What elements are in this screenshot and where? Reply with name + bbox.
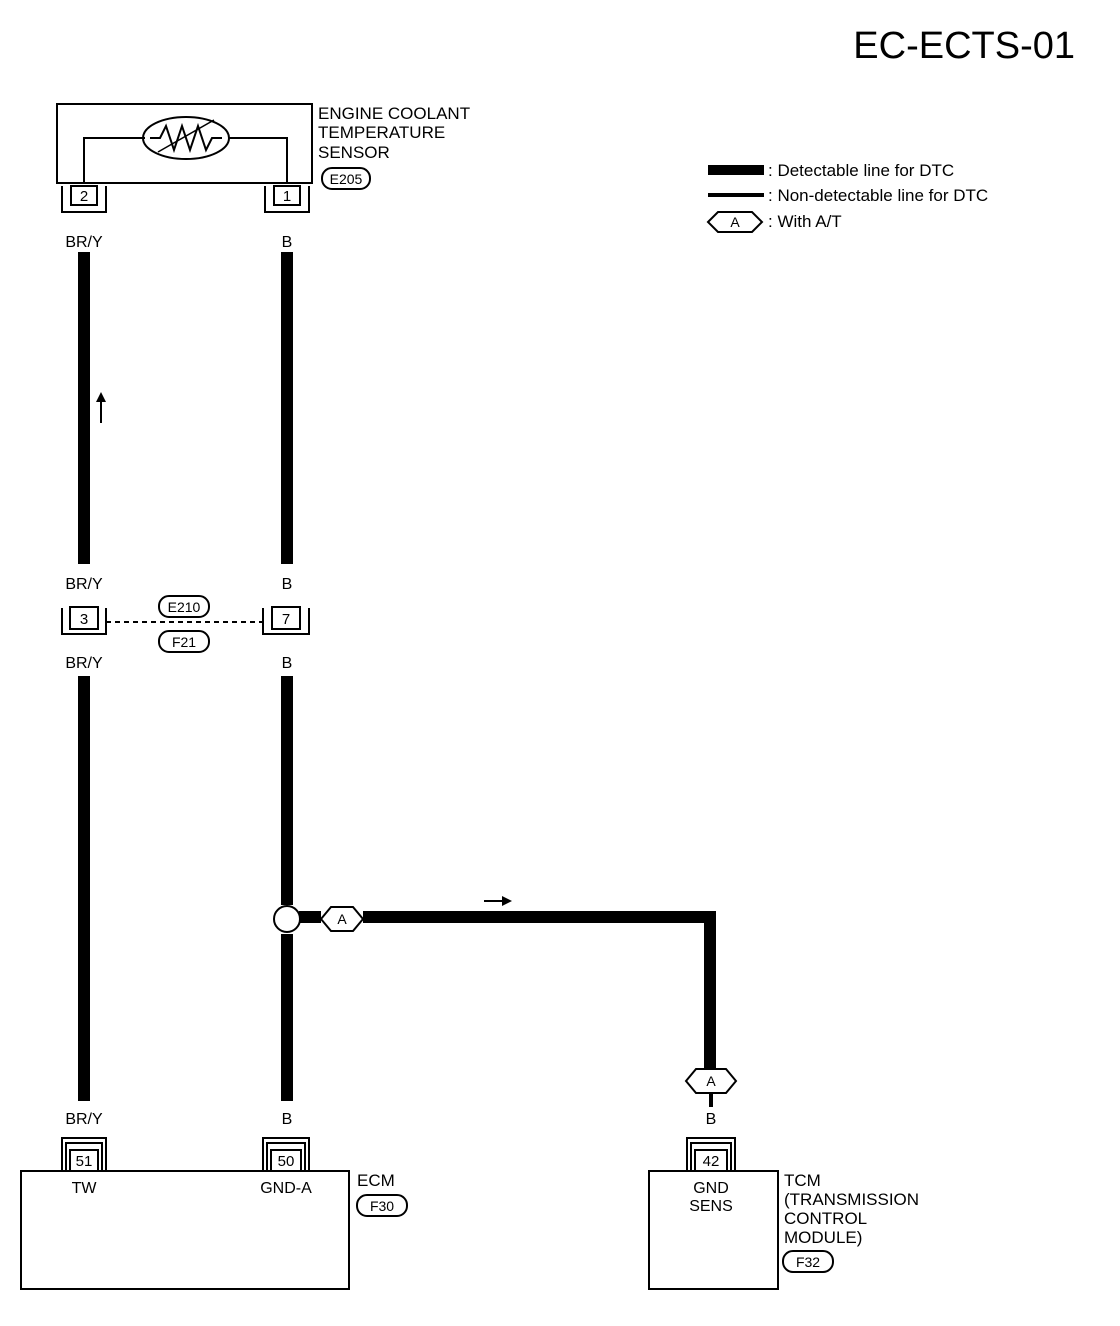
arrow-up-icon bbox=[96, 392, 106, 402]
wire-branch-stub bbox=[299, 911, 321, 923]
ecm-pin-left-label: TW bbox=[72, 1180, 98, 1197]
signal-arrows bbox=[96, 392, 512, 906]
legend-option-badge-icon bbox=[706, 211, 764, 233]
wire-tcm-thin bbox=[709, 1093, 713, 1107]
legend-option-text: : With A/T bbox=[768, 212, 842, 231]
sensor-pin-left-bracket bbox=[61, 186, 107, 213]
resistor-zigzag-icon bbox=[150, 122, 222, 154]
wire-label-left-bottom: BR/Y bbox=[65, 1111, 103, 1128]
tcm-pin-box bbox=[694, 1149, 728, 1172]
wire-right-upper bbox=[281, 252, 293, 564]
wire-label-left-top: BR/Y bbox=[65, 234, 103, 251]
joint-code-upper-badge bbox=[158, 595, 210, 618]
tcm-pin: 42 bbox=[703, 1153, 720, 1170]
tcm-pin-label-line2: SENS bbox=[689, 1198, 733, 1215]
ecm-name: ECM bbox=[357, 1171, 395, 1190]
legend-non-detectable-text: : Non-detectable line for DTC bbox=[768, 186, 988, 205]
sensor-name-line3: SENSOR bbox=[318, 143, 390, 162]
ecm-connector-code: F30 bbox=[370, 1198, 394, 1214]
tcm-name-line3: CONTROL bbox=[784, 1209, 867, 1228]
sensor-pin-right-box bbox=[273, 185, 301, 206]
joint-pin-right: 7 bbox=[282, 611, 290, 628]
sensor-internal-wiring bbox=[83, 137, 288, 183]
joint-code-lower-badge bbox=[158, 630, 210, 653]
sensor-connector-code: E205 bbox=[330, 171, 363, 187]
tcm-name-line1: TCM bbox=[784, 1171, 821, 1190]
legend-option-badge-text: A bbox=[730, 214, 740, 230]
tcm-name-line2: (TRANSMISSION bbox=[784, 1190, 919, 1209]
legend-detectable-swatch bbox=[708, 165, 764, 175]
ecm-pin-left-box bbox=[69, 1149, 99, 1172]
legend-detectable-text: : Detectable line for DTC bbox=[768, 161, 954, 180]
tcm-connector-code: F32 bbox=[796, 1254, 820, 1270]
branch-option-badge: A bbox=[319, 906, 365, 932]
joint-code-upper: E210 bbox=[168, 599, 201, 615]
joint-pin-left: 3 bbox=[80, 611, 88, 628]
wire-label-right-top: B bbox=[282, 234, 293, 251]
tcm-option-badge: A bbox=[684, 1068, 738, 1107]
branch-badge-hexagon-icon bbox=[319, 906, 365, 932]
ecm-pin-right: 50 bbox=[278, 1153, 295, 1170]
tcm-name-line4: MODULE) bbox=[784, 1228, 862, 1247]
ecm-pin-right-label: GND-A bbox=[260, 1180, 312, 1197]
tcm-badge-text: A bbox=[706, 1073, 716, 1089]
wire-right-lower-a bbox=[281, 676, 293, 905]
wire-label-left-mid-upper: BR/Y bbox=[65, 576, 103, 593]
splice-point bbox=[273, 905, 301, 933]
ecm-pin-right-bracket-inner bbox=[266, 1142, 306, 1171]
ecm-pin-right-box bbox=[270, 1149, 302, 1172]
wire-branch-horizontal bbox=[363, 911, 716, 923]
sensor-pin-left: 2 bbox=[80, 188, 88, 205]
ecm-pin-left-bracket-inner bbox=[65, 1142, 103, 1171]
ecm-connector-badge bbox=[356, 1194, 408, 1217]
tcm-badge-hexagon-icon bbox=[684, 1068, 738, 1094]
wire-label-tcm: B bbox=[706, 1111, 717, 1128]
ecm-pin-left: 51 bbox=[76, 1153, 93, 1170]
sensor-housing bbox=[56, 103, 313, 184]
wire-color-labels: BR/Y B BR/Y B BR/Y B BR/Y B B bbox=[65, 234, 716, 1128]
sensor-name-line1: ENGINE COOLANT bbox=[318, 104, 470, 123]
thermistor-icon bbox=[142, 116, 230, 160]
joint-left-box bbox=[69, 606, 99, 630]
legend-non-detectable-swatch bbox=[708, 193, 764, 197]
tcm-pin-bracket-outer bbox=[686, 1137, 736, 1171]
tcm-pin-bracket-inner bbox=[690, 1142, 732, 1171]
tcm-pin-label-line1: GND bbox=[693, 1180, 729, 1197]
wire-right-lower-b bbox=[281, 934, 293, 1101]
branch-badge-text: A bbox=[337, 911, 347, 927]
harness-wires bbox=[78, 252, 716, 1101]
coolant-temp-sensor: ENGINE COOLANT TEMPERATURE SENSOR E205 2… bbox=[56, 103, 470, 213]
wire-label-left-mid-lower: BR/Y bbox=[65, 655, 103, 672]
sensor-connector-badge bbox=[321, 167, 371, 190]
joint-code-lower: F21 bbox=[172, 634, 196, 650]
joint-right-box bbox=[271, 606, 301, 630]
sensor-name-line2: TEMPERATURE bbox=[318, 123, 445, 142]
sensor-pin-right-bracket bbox=[264, 186, 310, 213]
ecm-pin-right-bracket-outer bbox=[262, 1137, 310, 1171]
wire-tcm-vertical bbox=[704, 911, 716, 1068]
wire-left-lower bbox=[78, 676, 90, 1101]
thermistor-slash-icon bbox=[157, 119, 215, 153]
tcm-connector-badge bbox=[782, 1250, 834, 1273]
arrow-right-icon bbox=[502, 896, 512, 906]
joint-connector: 3 7 E210 F21 bbox=[61, 595, 310, 653]
ecm-box bbox=[20, 1170, 350, 1290]
ecm-pin-left-bracket-outer bbox=[61, 1137, 107, 1171]
sensor-pin-right: 1 bbox=[283, 188, 291, 205]
sensor-pin-left-box bbox=[70, 185, 98, 206]
legend: : Detectable line for DTC : Non-detectab… bbox=[706, 161, 988, 233]
wire-label-right-bottom: B bbox=[282, 1111, 293, 1128]
wire-label-right-mid-upper: B bbox=[282, 576, 293, 593]
wire-label-right-mid-lower: B bbox=[282, 655, 293, 672]
ecm-module: 51 TW 50 GND-A ECM F30 bbox=[20, 1137, 408, 1290]
page-code: EC-ECTS-01 bbox=[853, 25, 1075, 67]
tcm-module: 42 GND SENS TCM (TRANSMISSION CONTROL MO… bbox=[648, 1137, 919, 1290]
wire-left-upper bbox=[78, 252, 90, 564]
